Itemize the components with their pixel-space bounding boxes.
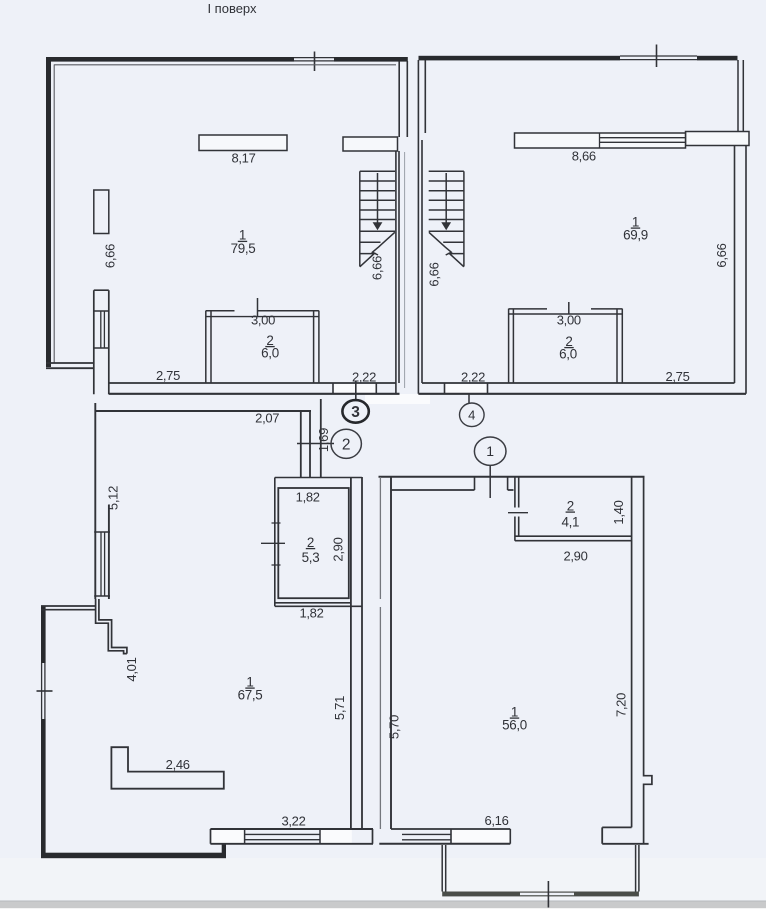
svg-text:2,07: 2,07 [255,410,279,425]
svg-text:1,40: 1,40 [611,500,626,524]
svg-text:2,46: 2,46 [166,757,190,772]
svg-text:6,0: 6,0 [261,345,279,360]
svg-text:2: 2 [565,334,572,349]
svg-text:2,22: 2,22 [352,369,376,384]
svg-text:1,82: 1,82 [299,605,323,620]
svg-text:5,71: 5,71 [332,696,347,720]
svg-text:6,66: 6,66 [103,244,118,268]
svg-text:1: 1 [239,228,246,243]
svg-text:2: 2 [567,498,574,513]
svg-text:2,22: 2,22 [461,369,485,384]
svg-text:І поверх: І поверх [207,1,257,16]
svg-text:7,20: 7,20 [613,693,628,717]
svg-text:3,22: 3,22 [281,813,305,828]
svg-text:1,82: 1,82 [296,489,320,504]
svg-text:4,01: 4,01 [124,657,139,681]
svg-text:2: 2 [266,333,273,348]
svg-text:1,69: 1,69 [316,428,331,452]
svg-text:3: 3 [351,404,360,421]
svg-text:5,12: 5,12 [106,486,121,510]
svg-text:1: 1 [246,674,253,689]
svg-text:2,90: 2,90 [331,537,346,561]
svg-text:1: 1 [486,443,494,459]
svg-text:2: 2 [342,436,351,453]
svg-text:8,66: 8,66 [572,148,596,163]
svg-text:3,00: 3,00 [557,313,581,328]
svg-text:3,00: 3,00 [251,312,275,327]
svg-text:2,90: 2,90 [563,548,587,563]
svg-text:4,1: 4,1 [561,514,579,529]
svg-text:6,66: 6,66 [370,256,385,280]
svg-text:2: 2 [307,535,314,550]
svg-text:6,66: 6,66 [714,243,729,267]
svg-text:69,9: 69,9 [623,227,648,242]
svg-text:1: 1 [632,214,639,229]
svg-text:67,5: 67,5 [238,687,263,702]
svg-text:56,0: 56,0 [502,717,527,732]
svg-text:8,17: 8,17 [231,150,255,165]
svg-text:5,3: 5,3 [302,550,320,565]
svg-text:4: 4 [468,408,475,423]
svg-text:79,5: 79,5 [231,241,256,256]
svg-text:6,16: 6,16 [484,813,508,828]
svg-text:2,75: 2,75 [665,369,689,384]
svg-text:2,75: 2,75 [156,368,180,383]
svg-text:1: 1 [511,704,518,719]
svg-text:6,0: 6,0 [559,346,577,361]
svg-text:6,66: 6,66 [427,262,442,286]
svg-text:5,70: 5,70 [387,715,402,739]
